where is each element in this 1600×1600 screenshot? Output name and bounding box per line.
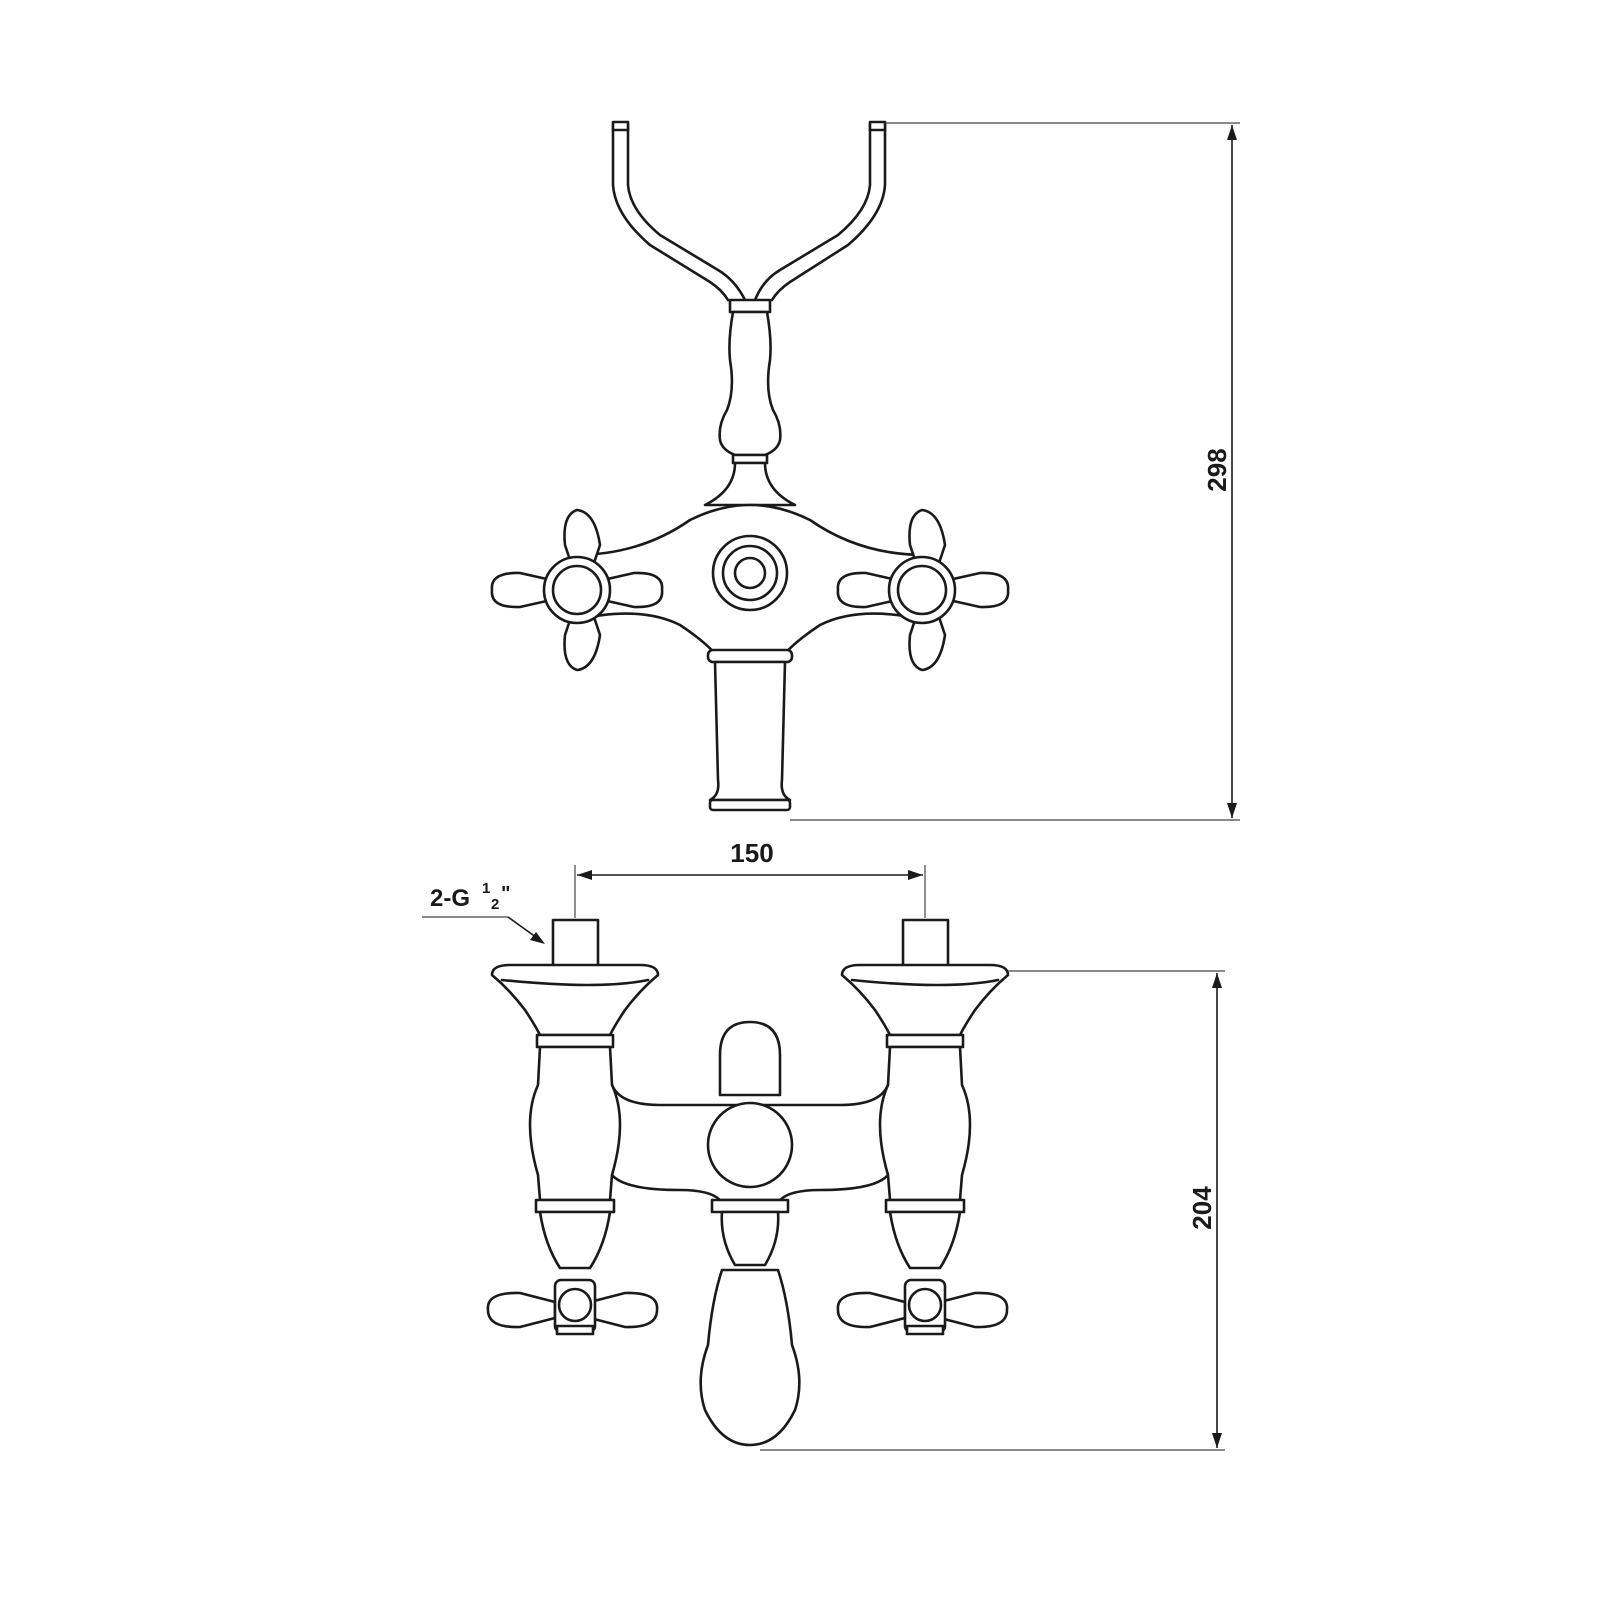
inlet-pipe-right xyxy=(901,918,950,972)
handle-left-top xyxy=(490,508,664,672)
shower-cradle xyxy=(611,120,887,302)
spout-top xyxy=(706,648,794,812)
inlet-thread-label-fraction-den: 2 xyxy=(491,896,499,913)
handle-right-front xyxy=(836,1278,1009,1336)
inlet-thread-label-fraction-num: 1 xyxy=(482,880,490,897)
valve-column-left xyxy=(490,963,660,1270)
diverter-disc xyxy=(706,1101,794,1189)
dimension-298: 298 xyxy=(790,122,1240,821)
diverter-knob xyxy=(711,534,789,612)
inlet-thread-callout: 2-G 1 2 " xyxy=(422,880,545,944)
dimension-204: 204 xyxy=(760,970,1225,1451)
front-view: 150 2-G 1 2 " 204 xyxy=(422,838,1225,1451)
dimension-150-label: 150 xyxy=(730,838,773,868)
diverter-dome xyxy=(718,1020,782,1097)
inlet-thread-label-suffix: " xyxy=(501,883,510,905)
handle-left-front xyxy=(486,1278,659,1336)
dimension-298-label: 298 xyxy=(1202,448,1232,491)
dimension-204-label: 204 xyxy=(1187,1186,1217,1230)
top-view: 298 xyxy=(490,120,1240,821)
shower-column xyxy=(703,298,797,507)
spout-front xyxy=(699,1198,801,1447)
inlet-thread-label-prefix: 2-G xyxy=(430,885,470,912)
inlet-pipe-left xyxy=(551,918,600,972)
valve-column-right xyxy=(840,963,1010,1270)
handle-right-top xyxy=(836,508,1010,672)
dimension-150: 150 xyxy=(574,838,926,918)
